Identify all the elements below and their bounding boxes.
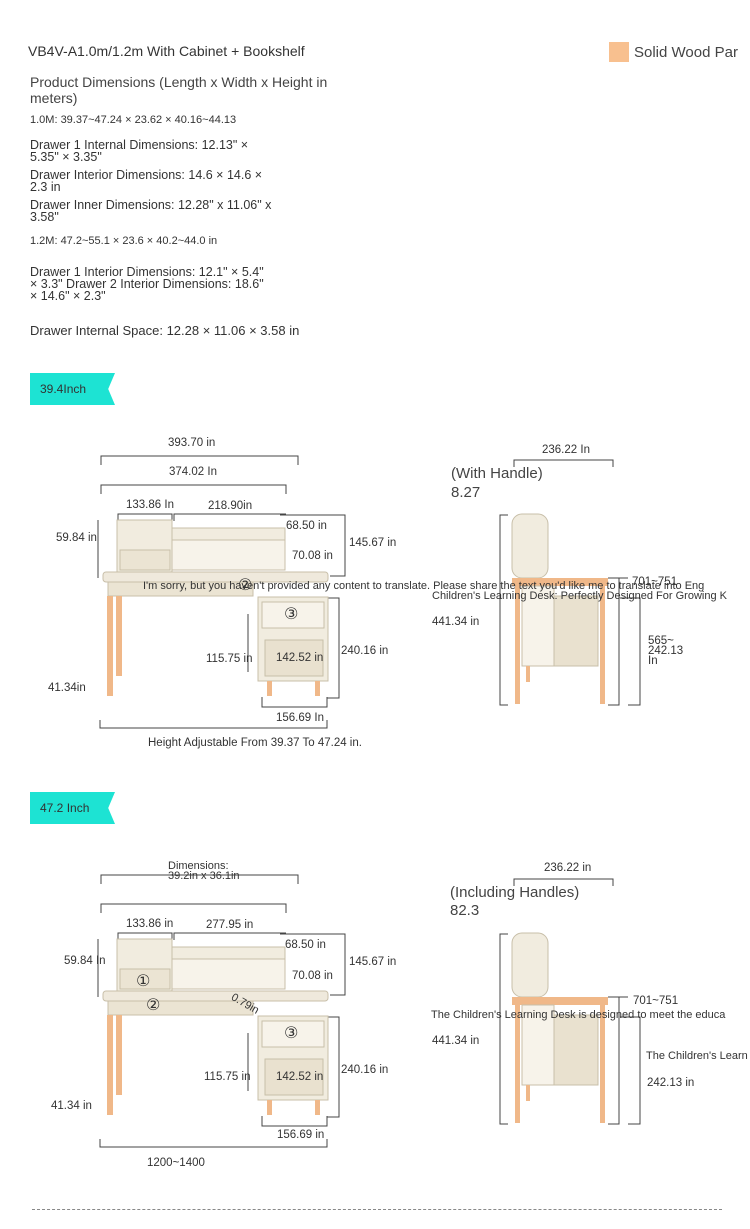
- side-handle-label-1: (With Handle): [451, 465, 543, 482]
- spec-1m: 1.0M: 39.37~47.24 × 23.62 × 40.16~44.13: [30, 114, 237, 126]
- caption-1: Height Adjustable From 39.37 To 47.24 in…: [148, 737, 362, 749]
- marker-2-2: ②: [146, 997, 161, 1014]
- size-badge-47: 47.2 Inch: [30, 792, 115, 824]
- dim-240-1: 240.16 in: [341, 645, 389, 657]
- side-handle-label-2: (Including Handles): [450, 884, 580, 901]
- marker-3-2: ③: [284, 1025, 299, 1042]
- overflow-text-4: The Children's Learn: [646, 1050, 748, 1062]
- dim-desk-width-1: 374.02 In: [169, 466, 217, 478]
- side-701-2: 701~751: [633, 995, 679, 1007]
- dim-70-2: 70.08 in: [292, 970, 333, 982]
- material-label: Solid Wood Par: [634, 44, 738, 61]
- dim-shelf-left-2: 133.86 in: [126, 918, 174, 930]
- marker-2-1: ②: [238, 577, 253, 594]
- spec-12m: 1.2M: 47.2~55.1 × 23.6 × 40.2~44.0 in: [30, 235, 218, 247]
- dim-shelf-left-1: 133.86 In: [126, 499, 174, 511]
- marker-1-2: ①: [136, 973, 151, 990]
- spec-drawer-inner: Drawer Inner Dimensions: 12.28" x 11.06"…: [30, 198, 272, 224]
- dim-145-1: 145.67 in: [349, 537, 397, 549]
- side-242-2: 242.13 in: [647, 1077, 695, 1089]
- material-swatch: [609, 42, 629, 62]
- dim-240-2: 240.16 in: [341, 1064, 389, 1076]
- dim-total-width-2: Dimensions: 39.2in x 36.1in: [168, 860, 240, 882]
- dim-115-2: 115.75 in: [204, 1071, 251, 1083]
- dim-145-2: 145.67 in: [349, 956, 397, 968]
- side-441-2: 441.34 in: [432, 1035, 480, 1047]
- dim-70-1: 70.08 in: [292, 550, 333, 562]
- dim-shelf-height-1: 59.84 in: [56, 532, 97, 544]
- dim-shelf-right-1: 218.90in: [208, 500, 253, 512]
- spec-drawer1-interior: Drawer 1 Interior Dimensions: 12.1" × 5.…: [30, 265, 264, 303]
- product-title: VB4V-A1.0m/1.2m With Cabinet + Bookshelf: [28, 43, 305, 59]
- marker-3-1: ③: [284, 606, 299, 623]
- dim-leg-2: 41.34 in: [51, 1100, 92, 1112]
- dim-68-1: 68.50 in: [286, 520, 327, 532]
- spec-drawer-interior: Drawer Interior Dimensions: 14.6 × 14.6 …: [30, 168, 263, 194]
- side-441-1: 441.34 in: [432, 616, 480, 628]
- spec-drawer1: Drawer 1 Internal Dimensions: 12.13" × 5…: [30, 138, 249, 164]
- side-565-1: 565~ 242.13 In: [648, 635, 684, 667]
- dim-total-width-1: 393.70 in: [168, 437, 216, 449]
- side-701-1: 701~751: [632, 576, 678, 588]
- side-depth-2: 236.22 in: [544, 862, 592, 874]
- side-handle-value-1: 8.27: [451, 484, 481, 501]
- overflow-text-2: Children's Learning Desk: Perfectly Desi…: [432, 590, 727, 602]
- spec-internal-space: Drawer Internal Space: 12.28 × 11.06 × 3…: [30, 323, 300, 338]
- dim-142-1: 142.52 in: [276, 652, 324, 664]
- side-depth-1: 236.22 In: [542, 444, 590, 456]
- overflow-text-3: The Children's Learning Desk is designed…: [431, 1009, 726, 1021]
- dim-156-1: 156.69 In: [276, 712, 324, 724]
- dim-shelf-height-2: 59.84 In: [64, 955, 106, 967]
- dim-115-1: 115.75 in: [206, 653, 253, 665]
- dim-156-2: 156.69 in: [277, 1129, 325, 1141]
- dim-shelf-right-2: 277.95 in: [206, 919, 254, 931]
- bottom-divider: [32, 1209, 722, 1210]
- side-handle-value-2: 82.3: [450, 902, 480, 919]
- specs-heading: Product Dimensions (Length x Width x Hei…: [30, 74, 328, 106]
- overflow-text-1: I'm sorry, but you haven't provided any …: [143, 580, 705, 592]
- dim-142-2: 142.52 in: [276, 1071, 324, 1083]
- dim-68-2: 68.50 in: [285, 939, 326, 951]
- size-badge-39: 39.4Inch: [30, 373, 115, 405]
- caption-2: 1200~1400: [147, 1157, 205, 1169]
- dim-leg-1: 41.34in: [48, 682, 86, 694]
